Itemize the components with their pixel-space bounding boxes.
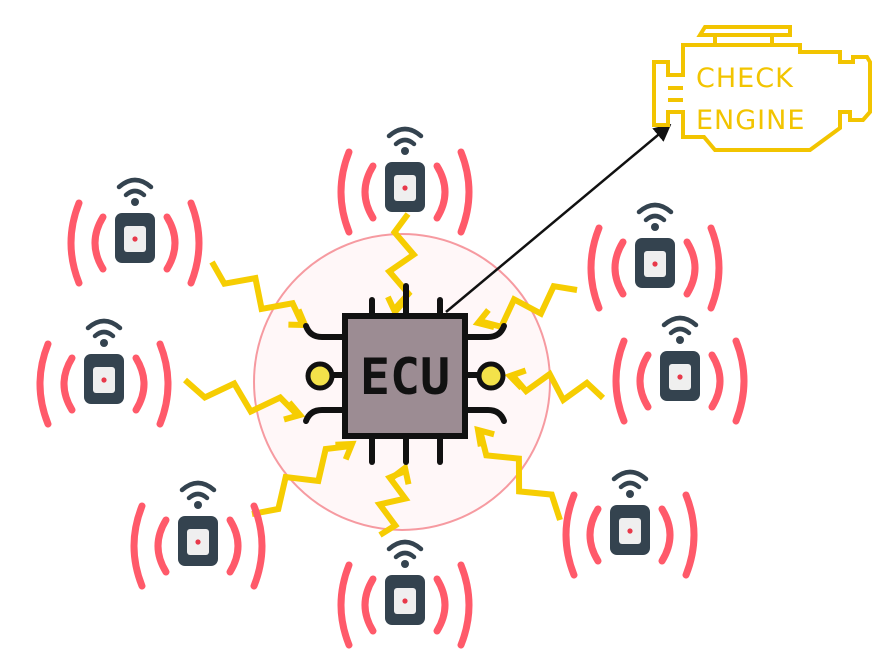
signal-bolts bbox=[183, 212, 606, 538]
wireless-sensor-icon bbox=[67, 177, 203, 287]
check-engine-line1: CHECK bbox=[696, 63, 794, 94]
wireless-sensor-icon bbox=[337, 539, 473, 649]
check-engine-icon bbox=[652, 25, 872, 152]
ecu-right-connector bbox=[476, 361, 506, 391]
ecu-label: ECU bbox=[360, 348, 450, 406]
wireless-sensor-icon bbox=[612, 315, 748, 425]
wireless-sensor-icon bbox=[337, 126, 473, 236]
sensor-group bbox=[36, 126, 748, 649]
lightning-bolt-icon bbox=[474, 425, 563, 521]
check-engine-line2: ENGINE bbox=[696, 105, 805, 136]
lightning-bolt-icon bbox=[504, 367, 606, 405]
wireless-sensor-icon bbox=[562, 469, 698, 579]
lightning-bolt-icon bbox=[374, 462, 412, 538]
lightning-bolt-icon bbox=[183, 377, 306, 423]
alert-arrow bbox=[445, 123, 672, 313]
wireless-sensor-icon bbox=[130, 480, 266, 590]
ecu-chip: ECU bbox=[303, 283, 507, 465]
lightning-bolt-icon bbox=[251, 440, 357, 517]
wireless-sensor-icon bbox=[587, 202, 723, 312]
ecu-body bbox=[342, 313, 468, 439]
lightning-bolt-icon bbox=[472, 282, 578, 331]
wireless-sensor-icon bbox=[36, 318, 172, 428]
ecu-left-connector bbox=[305, 361, 335, 391]
